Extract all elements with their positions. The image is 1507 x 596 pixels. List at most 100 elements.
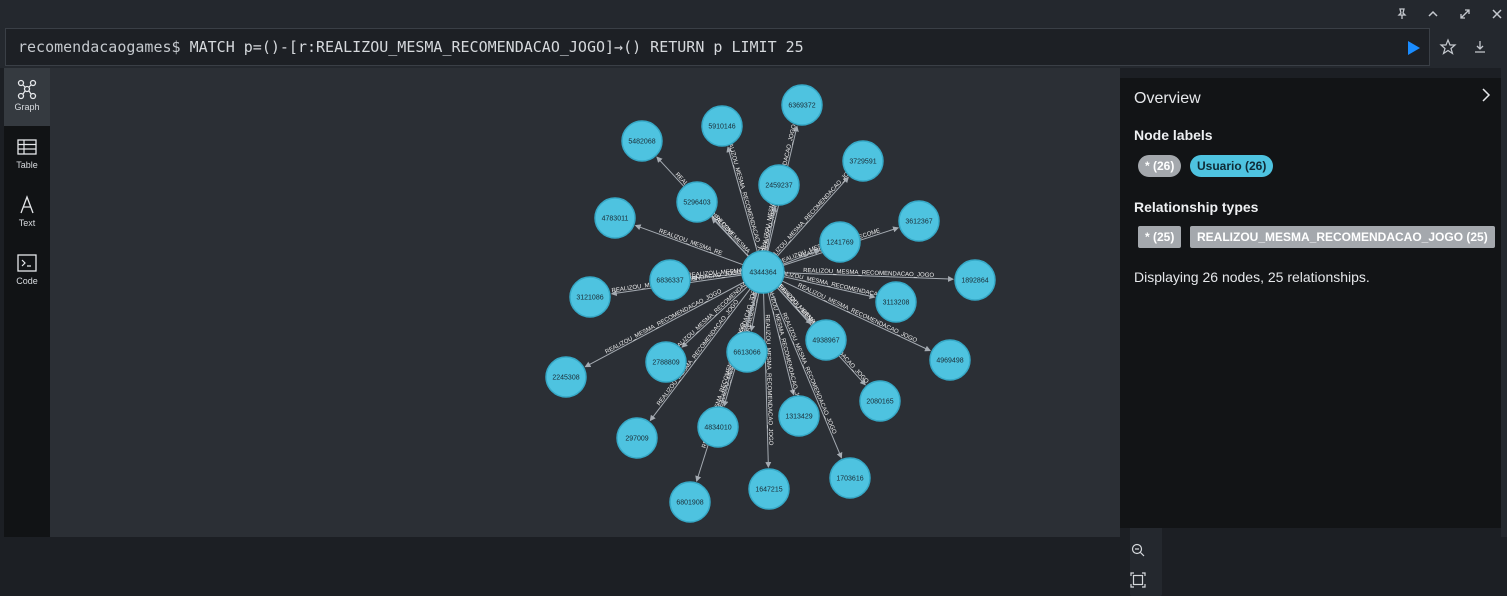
- graph-node[interactable]: [726, 331, 768, 373]
- node-label: 2788809: [652, 360, 679, 367]
- graph-node[interactable]: [954, 259, 996, 301]
- relationship-edge[interactable]: [783, 272, 955, 282]
- graph-node[interactable]: [569, 276, 611, 318]
- graph-view[interactable]: REALIZOU_MESMA_RECOMENDACAO_JOGO REALIZOU…: [50, 68, 1120, 537]
- graph-node[interactable]: [748, 468, 790, 510]
- query-editor-row: recomendacaogames$ MATCH p=()-[r:REALIZO…: [0, 28, 1507, 68]
- relationship-edge[interactable]: [726, 146, 758, 252]
- view-switcher: Graph Table Text Code: [4, 68, 50, 537]
- node-label: 1703616: [836, 476, 863, 483]
- relationship-edge[interactable]: [776, 176, 849, 257]
- relationship-edge[interactable]: [711, 217, 749, 258]
- fit-icon[interactable]: [1130, 572, 1146, 588]
- graph-node[interactable]: [649, 259, 691, 301]
- relationship-label: REALIZOU_MESMA_RE: [658, 229, 723, 258]
- relationship-edge[interactable]: [690, 273, 743, 281]
- nav-text[interactable]: Text: [4, 184, 50, 242]
- close-icon[interactable]: [1488, 5, 1506, 23]
- node-label: 297009: [625, 436, 648, 443]
- node-label: 3612367: [905, 219, 932, 226]
- graph-node[interactable]: [669, 481, 711, 523]
- node-label: 6836337: [656, 278, 683, 285]
- graph-node-center[interactable]: [741, 250, 785, 294]
- node-label: 1241769: [826, 240, 853, 247]
- relationship-types-heading: Relationship types: [1134, 199, 1259, 215]
- nav-graph[interactable]: Graph: [4, 68, 50, 126]
- play-icon[interactable]: [1404, 39, 1422, 57]
- rel-type-realizou-pill[interactable]: REALIZOU_MESMA_RECOMENDACAO_JOGO (25): [1190, 226, 1495, 248]
- relationship-edge[interactable]: [649, 288, 751, 422]
- node-label: 5482068: [628, 139, 655, 146]
- nav-table[interactable]: Table: [4, 126, 50, 184]
- relationship-edge[interactable]: [781, 280, 931, 352]
- node-label: 3113208: [883, 300, 910, 307]
- table-icon: [17, 139, 37, 155]
- node-label: 5910146: [708, 124, 735, 131]
- download-icon[interactable]: [1471, 38, 1489, 56]
- node-label: 2080165: [866, 399, 893, 406]
- node-label-all-pill[interactable]: * (26): [1138, 155, 1182, 177]
- graph-node[interactable]: [829, 457, 871, 499]
- graph-node[interactable]: [929, 339, 971, 381]
- node-label: 2245308: [552, 375, 579, 382]
- pin-icon[interactable]: [1393, 5, 1411, 23]
- query-editor[interactable]: recomendacaogames$ MATCH p=()-[r:REALIZO…: [5, 28, 1430, 66]
- nav-text-label: Text: [18, 218, 36, 228]
- relationship-edge[interactable]: [681, 285, 748, 348]
- nav-graph-label: Graph: [14, 102, 40, 112]
- relationship-edge[interactable]: [763, 292, 772, 469]
- relationship-label: REALIZOU_MESMA_RECOMENDACAO_JOGO: [803, 268, 934, 279]
- relationship-edge[interactable]: [634, 224, 744, 266]
- graph-node[interactable]: [819, 221, 861, 263]
- relationship-edge[interactable]: [783, 276, 876, 299]
- graph-node[interactable]: [758, 164, 800, 206]
- relationship-edge[interactable]: [766, 205, 778, 252]
- graph-node[interactable]: [621, 120, 663, 162]
- relationship-edge[interactable]: [584, 281, 745, 368]
- scrollbar[interactable]: [1501, 68, 1507, 537]
- nav-code[interactable]: Code: [4, 242, 50, 300]
- query-prompt[interactable]: recomendacaogames$ MATCH p=()-[r:REALIZO…: [18, 38, 804, 56]
- graph-node[interactable]: [842, 140, 884, 182]
- graph-node[interactable]: [778, 395, 820, 437]
- graph-node[interactable]: [645, 341, 687, 383]
- relationship-edge[interactable]: [782, 249, 821, 265]
- relationship-label: REALIZOU_MESMA_RECOMENDACAO_JOGO: [764, 314, 774, 445]
- graph-node[interactable]: [898, 200, 940, 242]
- query-text[interactable]: MATCH p=()-[r:REALIZOU_MESMA_RECOMENDACA…: [189, 38, 804, 56]
- star-icon[interactable]: [1439, 38, 1457, 56]
- relationship-edge[interactable]: [770, 291, 843, 459]
- collapse-icon[interactable]: [1424, 5, 1442, 23]
- graph-node[interactable]: [859, 380, 901, 422]
- rel-type-all-pill[interactable]: * (25): [1138, 226, 1182, 248]
- nav-code-label: Code: [16, 276, 38, 286]
- relationship-edge[interactable]: [749, 292, 760, 332]
- graph-node[interactable]: [875, 281, 917, 323]
- text-icon: [20, 195, 34, 214]
- relationship-edge[interactable]: [767, 292, 796, 396]
- node-label: 6613066: [733, 350, 760, 357]
- graph-node[interactable]: [594, 197, 636, 239]
- node-label: 4969498: [936, 358, 963, 365]
- graph-node[interactable]: [676, 181, 718, 223]
- node-label: 6801908: [676, 500, 703, 507]
- graph-node[interactable]: [697, 406, 739, 448]
- graph-node[interactable]: [805, 319, 847, 361]
- node-label-usuario-pill[interactable]: Usuario (26): [1190, 155, 1274, 177]
- node-label: 6369372: [788, 103, 815, 110]
- graph-icon: [17, 79, 37, 100]
- graph-node[interactable]: [701, 105, 743, 147]
- graph-canvas[interactable]: REALIZOU_MESMA_RECOMENDACAO_JOGO REALIZOU…: [50, 68, 1162, 596]
- expand-icon[interactable]: [1456, 5, 1474, 23]
- top-bar: [0, 0, 1507, 28]
- node-label: 1647215: [755, 487, 782, 494]
- relationship-edge[interactable]: [695, 291, 758, 482]
- database-prompt: recomendacaogames$: [18, 38, 181, 56]
- zoom-out-icon[interactable]: [1130, 542, 1146, 558]
- chevron-right-icon[interactable]: [1478, 86, 1494, 104]
- graph-node[interactable]: [545, 356, 587, 398]
- graph-node[interactable]: [781, 84, 823, 126]
- code-icon: [17, 254, 37, 272]
- graph-status-text: Displaying 26 nodes, 25 relationships.: [1134, 269, 1370, 285]
- graph-node[interactable]: [616, 417, 658, 459]
